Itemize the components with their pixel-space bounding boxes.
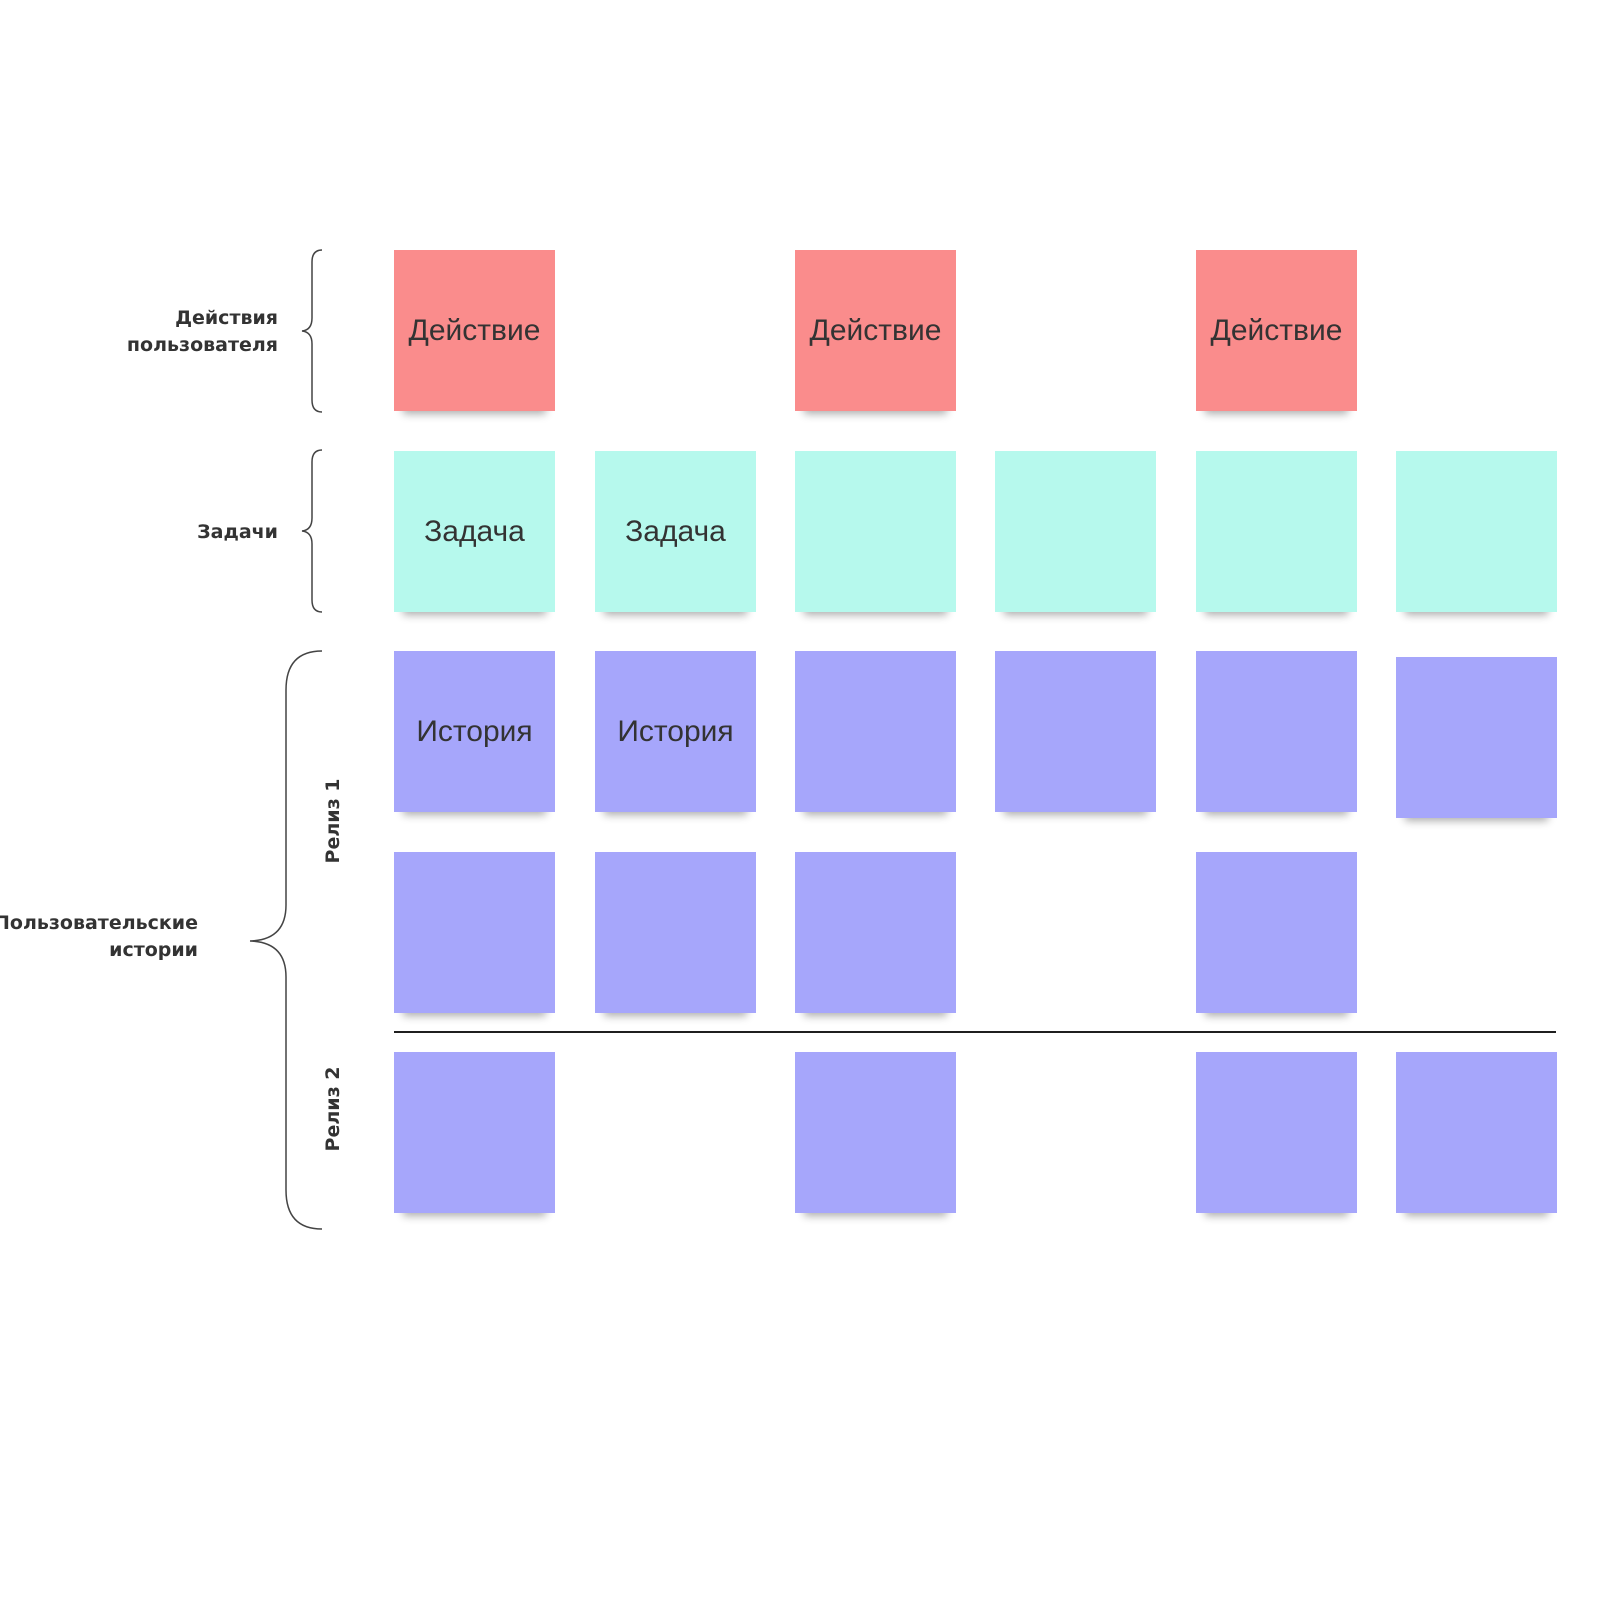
release-2-label: Релиз 2 bbox=[322, 1066, 344, 1152]
brace-tasks bbox=[301, 449, 323, 613]
story-note[interactable] bbox=[995, 651, 1156, 812]
row-label-user-actions: Действия пользователя bbox=[126, 307, 278, 356]
task-note[interactable]: Задача bbox=[394, 451, 555, 612]
story-note[interactable] bbox=[1196, 651, 1357, 812]
activity-note[interactable]: Действие bbox=[795, 250, 956, 411]
task-note[interactable] bbox=[795, 451, 956, 612]
story-note[interactable] bbox=[795, 852, 956, 1013]
task-note[interactable] bbox=[1196, 451, 1357, 612]
row-label-tasks: Задачи bbox=[197, 521, 278, 543]
story-note[interactable] bbox=[795, 1052, 956, 1213]
story-note[interactable] bbox=[1396, 1052, 1557, 1213]
release-divider-line bbox=[394, 1031, 1556, 1033]
story-note[interactable] bbox=[795, 651, 956, 812]
brace-stories bbox=[249, 650, 323, 1230]
task-note[interactable] bbox=[1396, 451, 1557, 612]
row-label-user-stories: Пользовательские истории bbox=[0, 912, 198, 961]
story-note[interactable] bbox=[394, 1052, 555, 1213]
release-1-label: Релиз 1 bbox=[322, 778, 344, 864]
task-note[interactable]: Задача bbox=[595, 451, 756, 612]
story-note[interactable] bbox=[1196, 1052, 1357, 1213]
task-note[interactable] bbox=[995, 451, 1156, 612]
story-note[interactable] bbox=[394, 852, 555, 1013]
story-note[interactable] bbox=[595, 852, 756, 1013]
story-note[interactable] bbox=[1196, 852, 1357, 1013]
activity-note[interactable]: Действие bbox=[394, 250, 555, 411]
activity-note[interactable]: Действие bbox=[1196, 250, 1357, 411]
story-note[interactable]: История bbox=[595, 651, 756, 812]
story-note[interactable] bbox=[1396, 657, 1557, 818]
brace-actions bbox=[301, 249, 323, 413]
story-note[interactable]: История bbox=[394, 651, 555, 812]
